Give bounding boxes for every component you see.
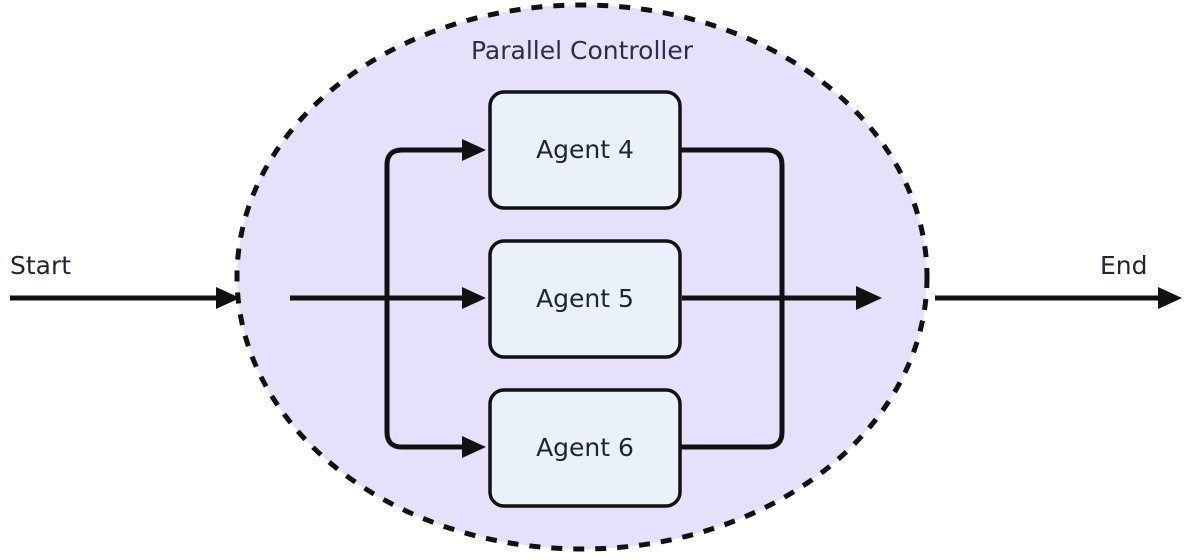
start-label: Start xyxy=(10,251,71,280)
node-agent-5-label: Agent 5 xyxy=(536,284,634,313)
node-agent-5[interactable]: Agent 5 xyxy=(488,239,682,359)
edge-agent-4-merge xyxy=(679,147,785,301)
node-agent-6[interactable]: Agent 6 xyxy=(488,388,682,508)
edge-fanout-agent-4 xyxy=(384,139,486,301)
node-agent-4[interactable]: Agent 4 xyxy=(488,90,682,210)
edge-fanout-agent-5 xyxy=(387,287,486,309)
end-label: End xyxy=(1100,251,1148,280)
edge-start-to-group xyxy=(10,287,240,309)
node-agent-6-label: Agent 6 xyxy=(536,433,634,462)
edge-fanin-to-group-exit xyxy=(782,286,882,310)
edge-agent-6-merge xyxy=(679,295,785,450)
edge-fanout-agent-6 xyxy=(384,295,486,458)
node-agent-4-label: Agent 4 xyxy=(536,135,634,164)
edge-group-to-end xyxy=(935,287,1182,309)
parallel-controller-title: Parallel Controller xyxy=(471,36,694,65)
